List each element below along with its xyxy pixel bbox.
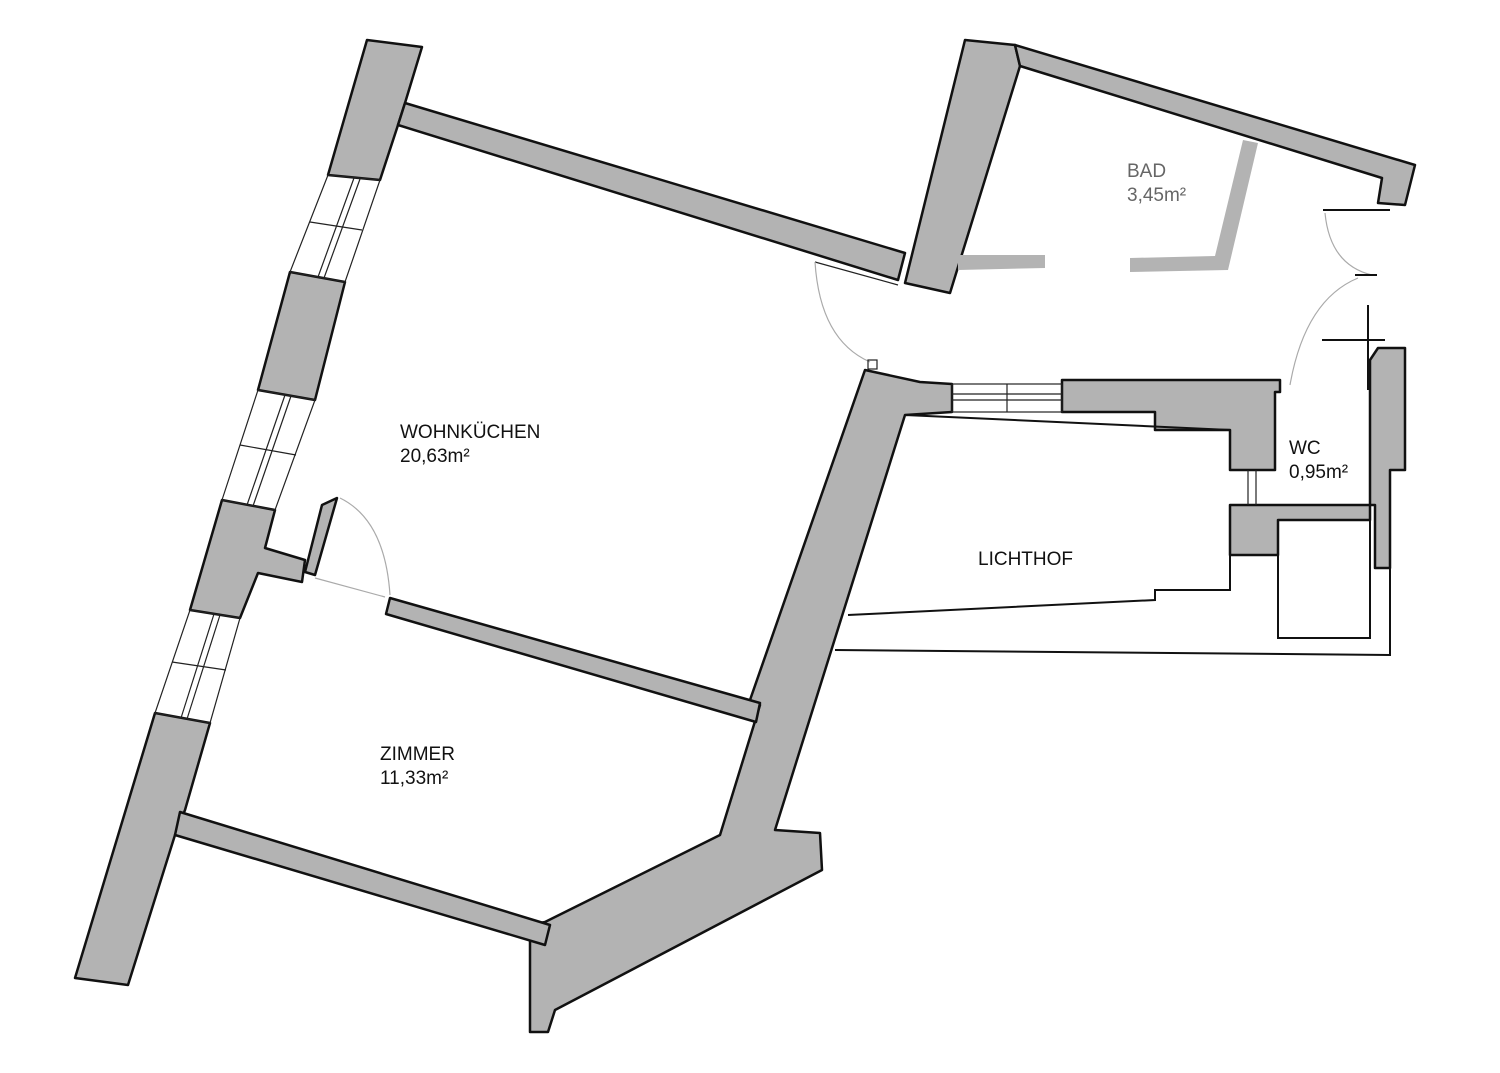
wall-bad-top [1013,43,1417,207]
window-3 [154,609,241,724]
partition-bad-2 [1130,140,1258,272]
facade-wall-pier-2 [188,498,307,620]
window-wc [1247,470,1257,505]
wall-bad-left [903,38,1022,295]
room-name: ZIMMER [380,744,455,765]
facade-wall-pier-1 [256,270,347,402]
partition-bad-1 [958,255,1045,270]
room-name: WC [1289,438,1321,459]
room-name: LICHTHOF [978,549,1073,570]
room-area: 11,33m² [380,768,449,789]
room-label-wohnkuechen: WOHNKÜCHEN 20,63m² [400,421,540,469]
wall-kitchen-top [396,101,907,282]
door-wc [1289,277,1385,390]
window-1 [289,174,381,283]
wall-zimmer-bottom [173,810,552,947]
room-label-bad: BAD 3,45m² [1127,160,1186,208]
window-2 [221,389,316,511]
window-lichthof [951,383,1063,413]
room-name: WOHNKÜCHEN [400,422,541,443]
door-zimmer [303,496,391,598]
door-bad [1323,209,1390,276]
wall-lichthof-top [1060,378,1282,472]
room-label-lichthof: LICHTHOF [978,548,1073,572]
lichthof-outline [904,414,1231,431]
room-name: BAD [1127,161,1167,182]
door-kitchen-entry [814,261,899,370]
room-area: 20,63m² [400,446,470,467]
facade-wall-bottom [73,711,212,987]
shaft [1277,519,1371,639]
room-area: 3,45m² [1127,185,1187,206]
room-label-wc: WC 0,95m² [1289,437,1348,485]
wall-kitchen-zimmer [384,596,762,724]
room-label-zimmer: ZIMMER 11,33m² [380,743,455,791]
room-area: 0,95m² [1289,462,1349,483]
